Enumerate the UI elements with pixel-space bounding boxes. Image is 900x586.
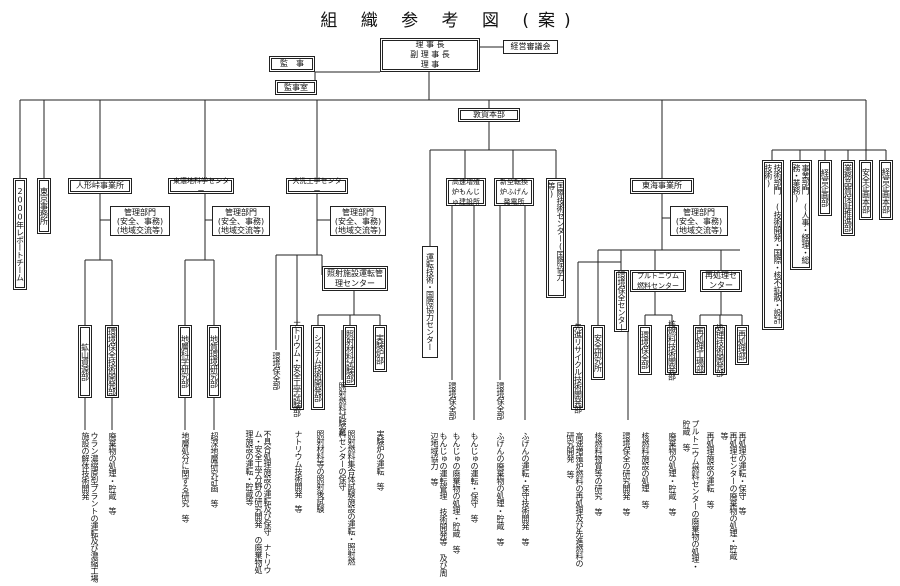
oarai-unit-4: 実験炉部: [373, 325, 387, 372]
ningyo-unit-2: 環境保全技術開発部: [105, 325, 119, 398]
oarai-desc-2: 照射材料等の照射後試験: [316, 430, 325, 513]
tsuruga-desc-1: もんじゅの運転管理 技術開発等 及び周辺地域協力 等: [430, 432, 448, 577]
oarai-desc-3: 照射燃料集合体試験施設の運転・照射燃料センターの保守: [338, 430, 356, 565]
tono-box: 東濃地科学センター: [168, 177, 234, 195]
tono-desc-2: 超深地層研究計画 等: [210, 432, 219, 507]
tono-unit-1: 地層科学研究部: [178, 325, 192, 398]
tokai-desc-4: 核燃料施設の処理 等: [641, 432, 650, 508]
oarai-mgmt-box: 管理部門 (安全、事務) (地域交流等): [330, 206, 386, 236]
ops-center-box: 運転技術・国際協力センター: [422, 246, 438, 358]
tokai-unit-4: 核燃料技術開発部: [665, 320, 679, 380]
tsuruga-desc-4: ふげんの廃棄物の処理・貯蔵 等: [496, 432, 505, 546]
ningyo-desc-1: ウラン濃縮原型プラントの運転及び濃縮工場施設の解体技術開発: [81, 432, 99, 582]
audit-office-box: 監事室: [275, 80, 317, 95]
tsuruga-desc-2: もんじゅの運転・保守 等: [470, 432, 479, 522]
tokai-box: 東海事業所: [630, 178, 694, 194]
ningyo-unit-1: 鉱山資源部: [78, 325, 92, 398]
hq-box: 敦賀本部: [458, 108, 520, 122]
fugen-kankyo: 環境保全部: [496, 382, 505, 420]
oarai-desc-1: ナトリウム技術開発 等: [294, 430, 303, 513]
tokai-desc-7: 再処理施設の運転 等: [706, 432, 715, 508]
president-line-2: 副 理 事 長: [410, 50, 450, 59]
monju-box: 高速増殖炉もんじゅ建設所: [446, 178, 486, 206]
oarai-box: 大洗工学センター: [286, 177, 348, 195]
oarai-desc-4: 実験炉の運転 等: [376, 430, 385, 490]
staff-5: 安全企画本部: [859, 160, 873, 220]
tono-desc-1: 地層処分に関する研究 等: [181, 432, 190, 522]
tokai-center-1: 環境保全センター: [614, 270, 629, 332]
tokai-unit-2: 安全研究所: [591, 325, 605, 380]
tokai-unit-7: 再処理部: [735, 325, 749, 365]
oarai-unit-3: 照射材料試験部: [343, 325, 357, 387]
tokai-desc-2: 核燃料物質等の研究 等: [594, 432, 603, 516]
auditor-box: 監 事: [269, 56, 315, 72]
oarai-desc-left: 不具合処理施設の運転及び保守 ナトリウム・安全工学分野の研究開発 の廃棄物処理施…: [245, 430, 272, 574]
tokai-desc-1: 高速増殖炉燃料の再処理及び先進燃料の研究開発 等: [566, 432, 584, 567]
president-line-1: 理 事 長: [415, 40, 445, 49]
staff-6: 経営企画本部: [879, 160, 893, 220]
tokai-desc-8: 再処理センターの廃棄物の処理・貯蔵 等: [720, 432, 738, 560]
tokai-unit-3: 環境保全部: [638, 325, 652, 375]
tokai-unit-5: 再処理工場部: [693, 325, 707, 375]
tokyo-office-box: 東京事務所: [37, 178, 51, 234]
oarai-fuel-center: 照射施設運転管理センター: [322, 266, 388, 291]
oarai-unit-1: ナトリウム・安全工学試験部: [290, 319, 304, 416]
y2000-team-box: 2000年レポートチーム: [13, 178, 27, 290]
ningyo-desc-2: 廃棄物の処理・貯蔵 等: [108, 432, 117, 515]
staff-4: 業務品質保証推進部: [841, 160, 855, 236]
president-line-3: 理 事: [420, 60, 440, 69]
tokai-unit-1: 先進リサイクル技術開発部: [571, 323, 585, 413]
oarai-kankyo: 環境保全部: [272, 352, 281, 390]
tokai-unit-6: 処理技術開発部: [713, 324, 727, 376]
staff-1: 技術部門 (技術開発・国際・核不拡散・設計技術): [762, 160, 784, 330]
president-box: 理 事 長 副 理 事 長 理 事: [380, 38, 480, 72]
staff-3: 経営企画部: [818, 160, 832, 216]
tsuruga-desc-5: ふげんの運転・保守技術開発 等: [521, 432, 530, 546]
monju-kankyo: 環境保全部: [448, 382, 457, 420]
tokai-mgmt-box: 管理部門 (安全、事務) (地域交流等): [670, 206, 728, 236]
intl-center-box: 国際技術センター(国際協力等): [546, 178, 566, 298]
ningyo-box: 人形峠事業所: [68, 178, 132, 194]
tono-unit-2: 地質環境研究部: [207, 325, 221, 398]
tsuruga-desc-3: もんじゅの廃棄物の処理・貯蔵 等: [452, 432, 461, 553]
tokai-desc-3: 環境保全の研究開発 等: [622, 432, 631, 516]
staff-2: 事業部門 (人事・経理・総務・業務): [790, 160, 812, 270]
tokai-center-2: プルトニウム燃料センター: [630, 270, 686, 292]
tokai-center-3: 再処理センター: [700, 270, 742, 292]
tokai-desc-9: 再処理の運転・保守 等: [738, 432, 747, 515]
tono-mgmt-box: 管理部門 (安全、事務) (地域交流等): [212, 206, 270, 236]
tokai-desc-5: 廃棄物の処理・貯蔵 等: [668, 432, 677, 516]
oarai-unit-2: システム技術開発部: [311, 325, 325, 410]
fugen-box: 新型転換炉ふげん発電所: [494, 178, 534, 206]
oarai-kankyo2: 照射燃料試験室: [338, 382, 347, 435]
management-council-box: 経営審議会: [503, 40, 558, 54]
page-title: 組 織 参 考 図 (案): [320, 11, 580, 31]
tokai-desc-6: プルトニウム燃料センターの廃棄物の処理・貯蔵 等: [682, 420, 700, 570]
ningyo-mgmt-box: 管理部門 (安全、事務) (地域交流等): [110, 206, 170, 236]
